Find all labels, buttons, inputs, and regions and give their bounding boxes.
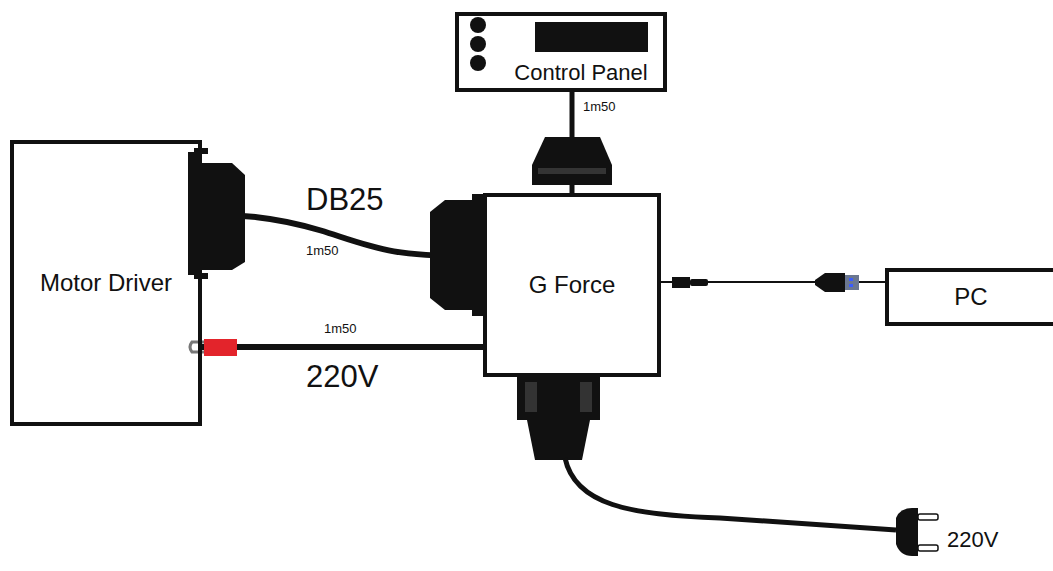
cable — [202, 344, 483, 350]
node-label: Control Panel — [514, 60, 647, 85]
connector-tab — [580, 382, 592, 412]
pc-box: PC — [885, 268, 1053, 326]
motor-driver-box: Motor Driver — [10, 140, 202, 426]
terminal-sleeve — [204, 339, 237, 356]
node-label: G Force — [529, 271, 616, 299]
node-label: Motor Driver — [40, 269, 172, 297]
panel-button — [470, 17, 486, 33]
node-label: PC — [954, 283, 987, 311]
control-panel-box: Control Panel — [455, 12, 667, 92]
micro-usb-plug — [672, 277, 690, 288]
plug-prong — [918, 514, 938, 520]
panel-button — [470, 55, 486, 71]
usb-a-contact — [849, 278, 853, 281]
db25-connector — [430, 200, 474, 310]
cable-length: 1m50 — [323, 322, 358, 336]
usb-cable — [661, 281, 885, 283]
panel-display — [535, 22, 648, 52]
voltage-label: 220V — [946, 528, 999, 552]
cable — [570, 92, 575, 193]
panel-button — [470, 36, 486, 52]
power-cable — [565, 458, 896, 530]
controller-box: G Force — [483, 193, 661, 377]
voltage-label: 220V — [305, 360, 379, 394]
usb-a-metal — [845, 275, 859, 290]
cable-length: 1m50 — [582, 100, 617, 114]
cable — [202, 215, 483, 256]
micro-usb-plug — [690, 279, 708, 286]
db25-connector — [202, 163, 245, 270]
usb-a-contact — [849, 284, 853, 287]
db25-connector — [532, 137, 612, 185]
mains-plug — [896, 508, 918, 556]
power-connector — [517, 377, 600, 460]
connector-edge — [538, 168, 606, 174]
plug-prong — [918, 545, 938, 551]
cable-type: DB25 — [305, 183, 385, 217]
connector-tab — [525, 382, 537, 412]
cable-length: 1m50 — [305, 244, 340, 258]
usb-a-plug — [815, 273, 845, 292]
